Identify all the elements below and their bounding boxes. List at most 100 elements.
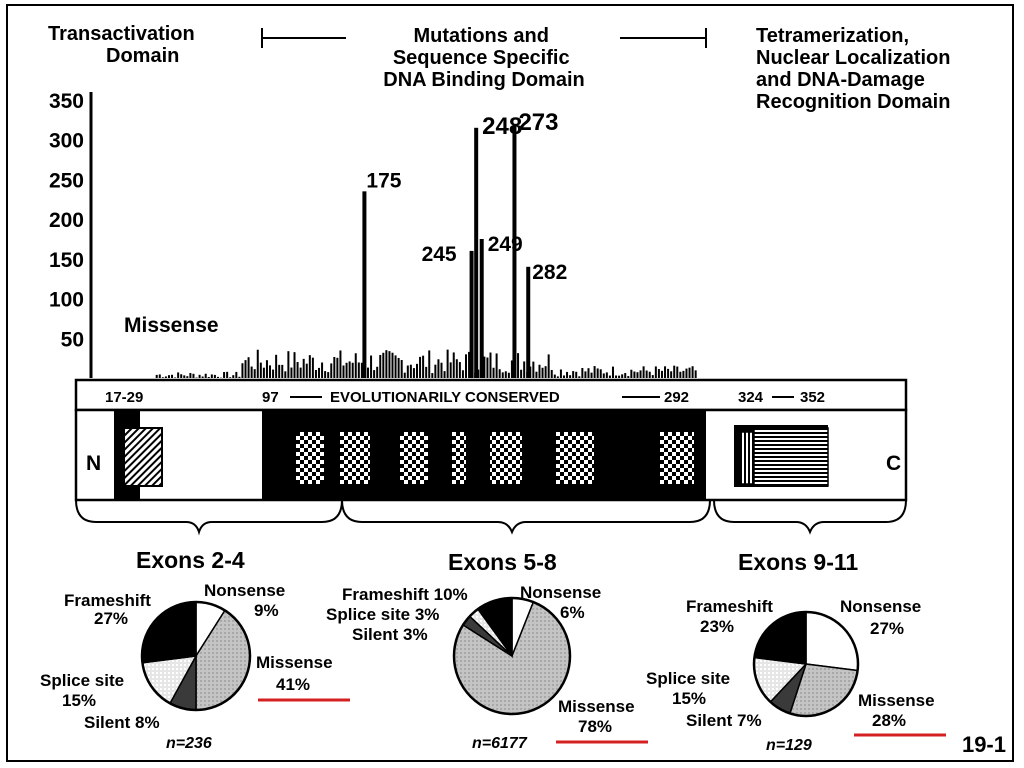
histogram-bars bbox=[155, 123, 697, 378]
pie-labels-exons-5-8: Frameshift 10% Splice site 3% Silent 3% … bbox=[326, 583, 648, 752]
y-tick-150: 150 bbox=[49, 249, 84, 272]
tetramerization-block bbox=[734, 425, 829, 487]
histogram-bar bbox=[397, 357, 400, 378]
dna-binding-span-bracket bbox=[261, 28, 707, 48]
histogram-bar bbox=[324, 371, 327, 378]
exons-2-4-silent-label: Silent 8% bbox=[84, 713, 160, 732]
pie-labels-exons-2-4: Frameshift 27% Nonsense 9% Missense 41% … bbox=[40, 581, 350, 752]
brace-exons-5-8 bbox=[341, 499, 711, 535]
histogram-bar bbox=[492, 367, 495, 378]
histogram-bar bbox=[229, 377, 232, 378]
pie-outline bbox=[752, 610, 860, 718]
exons-5-8-silent-label: Silent 3% bbox=[352, 625, 428, 644]
histogram-bar bbox=[596, 368, 599, 378]
peak-label-273: 273 bbox=[518, 109, 558, 136]
histogram-bar bbox=[590, 372, 593, 378]
histogram-bar bbox=[648, 371, 651, 378]
histogram-bar bbox=[517, 353, 520, 378]
histogram-bar bbox=[633, 371, 636, 378]
range-97: 97 bbox=[262, 389, 279, 406]
brace-exons-9-11 bbox=[713, 499, 907, 535]
histogram-bar bbox=[602, 373, 605, 378]
histogram-bar bbox=[360, 362, 363, 378]
histogram-bar bbox=[636, 372, 639, 378]
histogram-bar bbox=[327, 372, 330, 378]
histogram-bar bbox=[265, 360, 268, 378]
histogram-bar bbox=[192, 373, 195, 378]
histogram-bar bbox=[171, 374, 174, 378]
tetramerization-domain-title: Tetramerization, Nuclear Localization an… bbox=[756, 25, 956, 113]
dna-binding-domain-title: Mutations and Sequence Specific DNA Bind… bbox=[383, 25, 584, 91]
histogram-bar bbox=[431, 373, 434, 378]
conserved-box-4 bbox=[452, 432, 466, 484]
histogram-bar bbox=[660, 370, 663, 378]
histogram-bar bbox=[357, 362, 360, 378]
histogram-bar bbox=[367, 367, 370, 378]
histogram-bar bbox=[223, 372, 226, 378]
y-tick-250: 250 bbox=[49, 169, 84, 192]
histogram-bar bbox=[339, 350, 342, 378]
histogram-bar bbox=[657, 369, 660, 378]
peak-label-248: 248 bbox=[482, 113, 522, 140]
histogram-bar bbox=[605, 372, 608, 378]
peak-label-175: 175 bbox=[366, 169, 401, 192]
exons-2-4-nonsense-name: Nonsense bbox=[204, 581, 285, 600]
range-324: 324 bbox=[738, 389, 764, 406]
histogram-bar bbox=[593, 366, 596, 378]
histogram-bar bbox=[247, 357, 250, 378]
histogram-bar bbox=[682, 370, 685, 378]
exons-5-8-nonsense-name: Nonsense bbox=[520, 583, 601, 602]
histogram-bar bbox=[241, 363, 244, 378]
histogram-bar bbox=[535, 371, 538, 378]
histogram-bar bbox=[461, 370, 464, 378]
exons-2-4-splice-value: 15% bbox=[62, 691, 96, 710]
histogram-bar bbox=[544, 366, 547, 378]
y-tick-100: 100 bbox=[49, 289, 84, 312]
histogram-bar bbox=[562, 375, 565, 378]
pie-exons-2-4 bbox=[140, 600, 252, 712]
histogram-bar bbox=[201, 376, 204, 378]
histogram-bar bbox=[578, 376, 581, 378]
histogram-bar bbox=[464, 354, 467, 378]
histogram-bar bbox=[232, 375, 235, 378]
y-tick-300: 300 bbox=[49, 130, 84, 153]
histogram-bar bbox=[351, 362, 354, 378]
protein-domain-map: 17-29 97 EVOLUTIONARILY CONSERVED 292 32… bbox=[74, 378, 908, 502]
exons-2-4-missense-name: Missense bbox=[256, 653, 333, 672]
conserved-box-2 bbox=[340, 432, 370, 484]
histogram-bar bbox=[290, 367, 293, 378]
histogram-bar bbox=[400, 360, 403, 378]
conserved-core-block bbox=[262, 410, 706, 500]
histogram-bar bbox=[425, 366, 428, 378]
histogram-bar bbox=[409, 364, 412, 378]
histogram-bar bbox=[238, 376, 241, 378]
pie-exons-9-11 bbox=[752, 610, 860, 718]
c-terminus-label: C bbox=[886, 452, 901, 475]
histogram-bar bbox=[477, 369, 480, 378]
exons-9-11-frameshift-value: 23% bbox=[700, 617, 734, 636]
histogram-bar bbox=[630, 369, 633, 378]
histogram-bar bbox=[253, 369, 256, 378]
histogram-bar bbox=[639, 370, 642, 378]
histogram-bar bbox=[348, 361, 351, 378]
histogram-bar bbox=[406, 365, 409, 378]
histogram-bar bbox=[394, 355, 397, 378]
histogram-bar bbox=[608, 375, 611, 378]
histogram-bar bbox=[599, 369, 602, 378]
histogram-bar bbox=[611, 366, 614, 378]
exons-2-4-frameshift-value: 27% bbox=[94, 609, 128, 628]
transactivation-motif bbox=[123, 427, 163, 487]
histogram-bar bbox=[486, 357, 489, 378]
conserved-box-7 bbox=[660, 432, 694, 484]
range-17-29: 17-29 bbox=[105, 389, 143, 406]
pie-slice-nonsense bbox=[805, 611, 859, 672]
figure-number: 19-1 bbox=[961, 732, 1006, 757]
histogram-bar bbox=[207, 376, 210, 378]
peak-label-245: 245 bbox=[422, 243, 457, 266]
histogram-bar bbox=[183, 375, 186, 378]
histogram-bar bbox=[584, 371, 587, 378]
histogram-bar bbox=[180, 374, 183, 378]
exons-5-8-missense-name: Missense bbox=[558, 697, 635, 716]
